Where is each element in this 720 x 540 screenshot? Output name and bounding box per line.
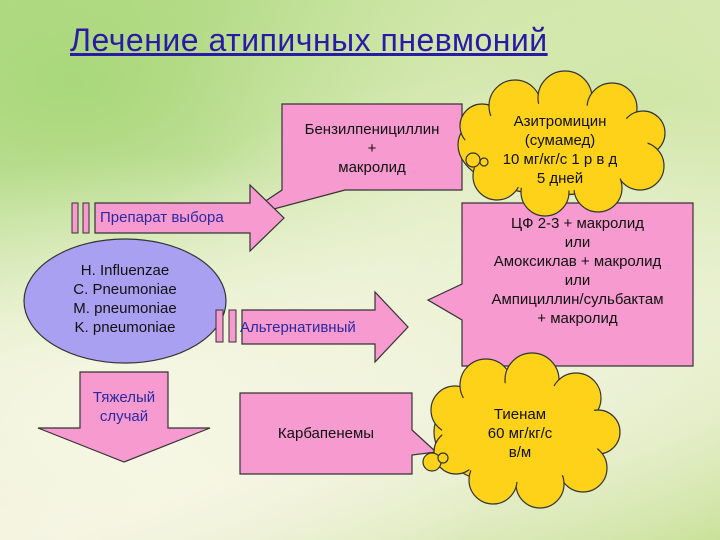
tienam-line: 60 мг/кг/с [487, 425, 553, 442]
alternative-box-text: ЦФ 2-3 + макролид или Амоксиклав + макро… [462, 214, 693, 328]
drug-callout-line: Бензилпенициллин [304, 121, 440, 138]
pathogen-item: K. pneumoniae [74, 319, 176, 336]
alternative-line: или [564, 272, 591, 289]
tienam-text: Тиенам 60 мг/кг/с в/м [440, 405, 600, 462]
tienam-cloud [422, 352, 621, 509]
pathogen-ellipse [23, 238, 227, 364]
severe-down-arrow [37, 371, 211, 463]
choice-arrow [71, 183, 285, 253]
azithromycin-line: (сумамед) [524, 132, 596, 149]
alternative-line: + макролид [537, 310, 618, 327]
pathogen-item: H. Influenzae [80, 262, 170, 279]
azithromycin-cloud [457, 70, 666, 217]
alternative-line: Ампициллин/сульбактам [491, 291, 664, 308]
alternative-line: Амоксиклав + макролид [493, 253, 662, 270]
severe-case-line: Тяжелый [92, 389, 156, 406]
alternative-arrow-label: Альтернативный [240, 319, 356, 336]
choice-arrow-label: Препарат выбора [100, 209, 224, 226]
azithromycin-line: 5 дней [536, 170, 584, 187]
carbapenem-text: Карбапенемы [277, 425, 375, 442]
tienam-line: Тиенам [493, 406, 547, 423]
pathogen-item: M. pneumoniae [73, 300, 177, 317]
azithromycin-line: Азитромицин [513, 113, 607, 130]
page-title: Лечение атипичных пневмоний [70, 22, 548, 58]
pathogen-list: H. Influenzae C. Pneumoniae M. pneumonia… [40, 261, 210, 337]
azithromycin-text: Азитромицин (сумамед) 10 мг/кг/с 1 р в д… [470, 112, 650, 188]
carbapenem-callout-shape [239, 392, 438, 475]
drug-callout-line: макролид [338, 159, 406, 176]
severe-case-label: Тяжелый случай [80, 388, 168, 426]
alternative-callout-shape [426, 202, 694, 367]
azithromycin-line: 10 мг/кг/с 1 р в д [502, 151, 618, 168]
alternative-line: или [564, 234, 591, 251]
alternative-line: ЦФ 2-3 + макролид [511, 215, 644, 232]
severe-case-line: случай [99, 408, 149, 425]
drug-callout-shape [239, 103, 463, 219]
tienam-line: в/м [508, 444, 532, 461]
pathogen-item: C. Pneumoniae [73, 281, 177, 298]
drug-callout-line: + [367, 140, 377, 157]
alternative-arrow [215, 290, 409, 364]
drug-callout-text: Бензилпенициллин + макролид [282, 120, 462, 177]
